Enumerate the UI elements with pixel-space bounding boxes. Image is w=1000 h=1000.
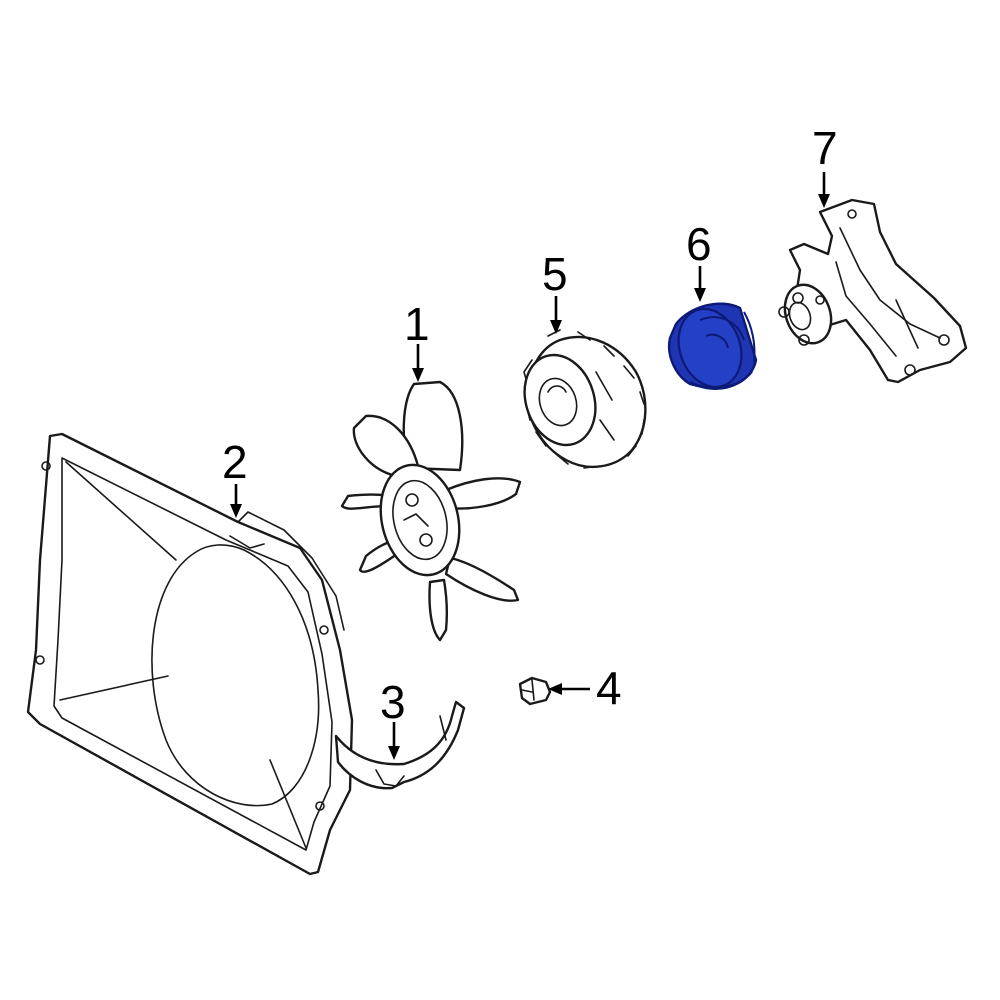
part-7-water-pump[interactable] (777, 198, 968, 384)
part-3-lower-shroud[interactable] (334, 700, 466, 790)
callout-1: 1 (404, 298, 430, 350)
callout-5: 5 (542, 248, 568, 300)
callout-7: 7 (812, 122, 838, 174)
callout-3: 3 (380, 676, 406, 728)
part-2-fan-shroud[interactable] (26, 432, 354, 876)
part-4-clip[interactable] (518, 676, 552, 706)
part-1-fan-blade[interactable] (340, 380, 522, 642)
callout-6: 6 (686, 218, 712, 270)
callout-arrows (230, 172, 830, 760)
callout-2: 2 (222, 436, 248, 488)
callout-4: 4 (596, 662, 622, 714)
part-6-pulley[interactable] (667, 300, 758, 396)
part-5-fan-clutch[interactable] (513, 329, 647, 469)
